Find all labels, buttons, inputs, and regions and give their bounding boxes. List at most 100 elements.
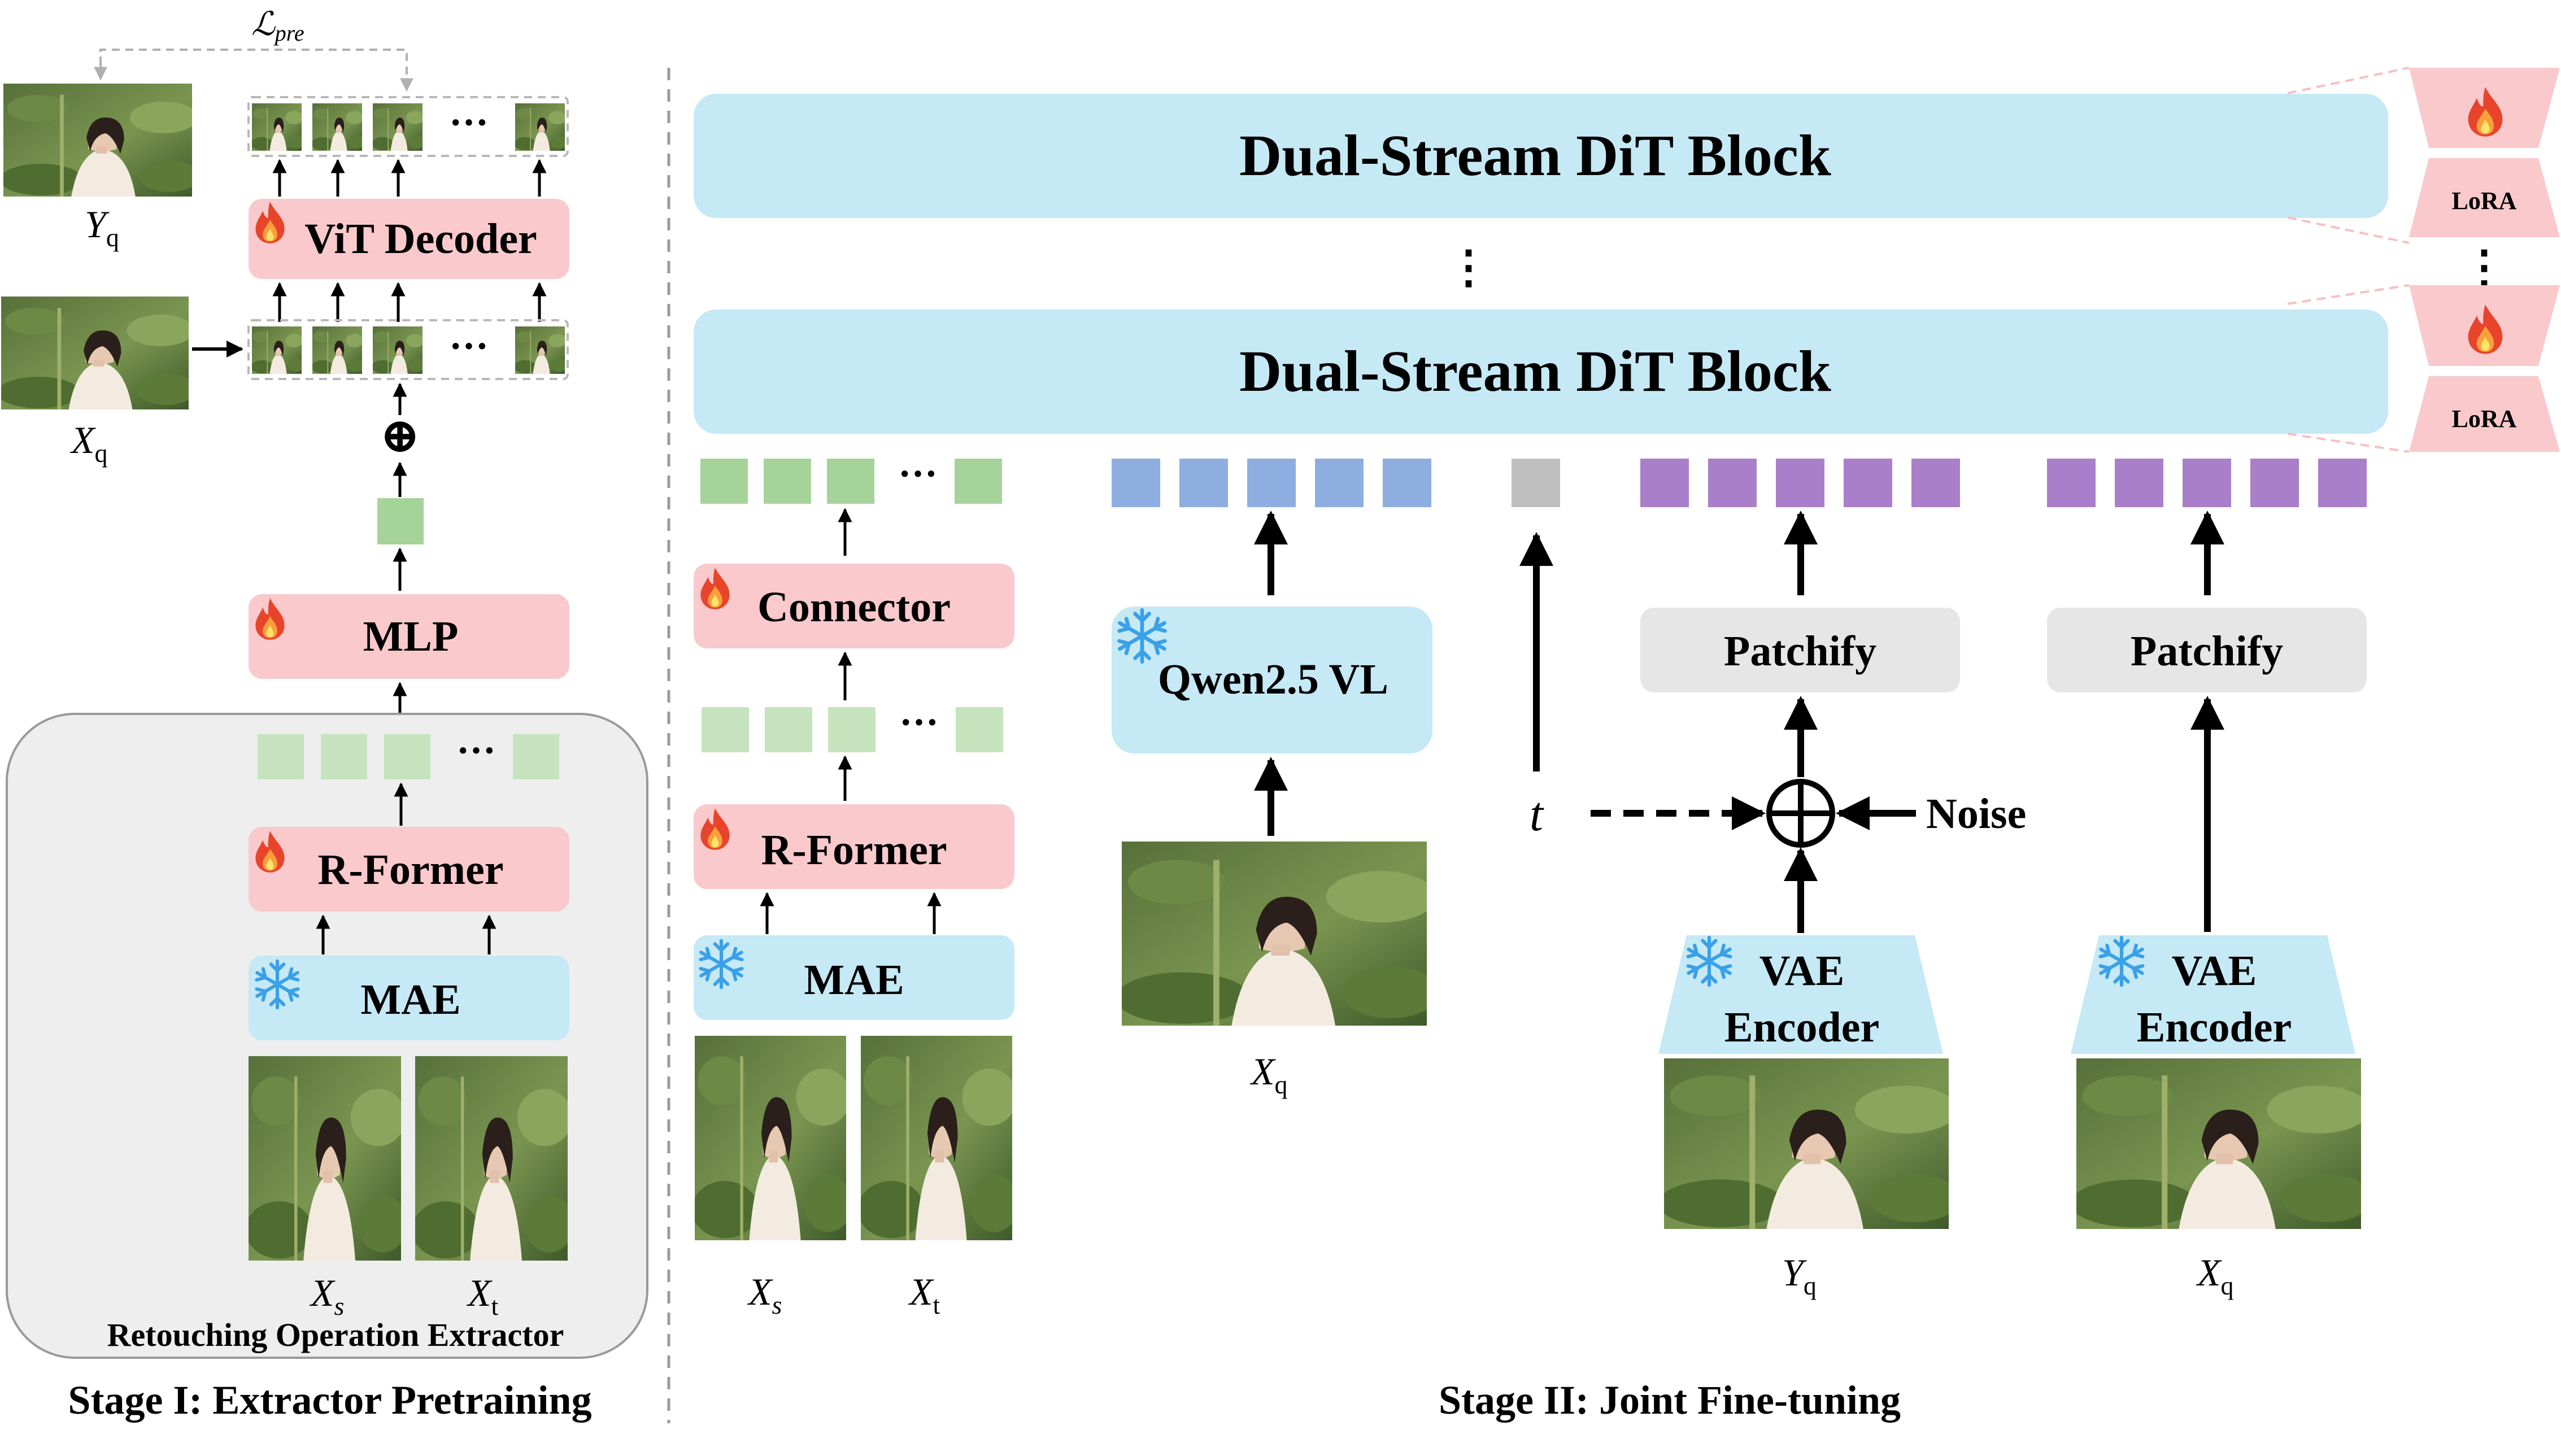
extractor-caption: Retouching Operation Extractor bbox=[107, 1316, 564, 1353]
ref-token-1 bbox=[2047, 459, 2096, 507]
stage2-rformer-label: R-Former bbox=[761, 826, 947, 874]
vertical-dots-lora: ⋮ bbox=[2462, 243, 2507, 293]
connector-token-n bbox=[955, 459, 1002, 504]
connector-label: Connector bbox=[757, 583, 951, 631]
connector-box bbox=[694, 564, 1014, 648]
stage1-title: Stage I: Extractor Pretraining bbox=[68, 1377, 591, 1423]
vit-decoder-box bbox=[249, 199, 569, 279]
connector-token-dots: ··· bbox=[898, 452, 938, 496]
xt-photo bbox=[415, 1056, 568, 1261]
noisy-token-5 bbox=[1911, 459, 1960, 507]
vae-encoder-2-line1: VAE bbox=[2172, 947, 2257, 995]
xq-label: Xq bbox=[69, 419, 108, 468]
rformer-box bbox=[249, 827, 569, 912]
dit-block-top bbox=[694, 94, 2388, 218]
rformer-label: R-Former bbox=[317, 846, 503, 893]
ref-token-5 bbox=[2318, 459, 2367, 507]
rformer-token-dots: ··· bbox=[456, 729, 496, 773]
vae-encoder-1-line1: VAE bbox=[1759, 947, 1845, 995]
qwen-token-1 bbox=[1112, 459, 1160, 507]
rformer-out-token-dots: ··· bbox=[899, 701, 939, 744]
lora-top-label: LoRA bbox=[2452, 187, 2517, 215]
output-patch-1 bbox=[252, 103, 302, 151]
rformer-out-token-3 bbox=[828, 707, 876, 752]
patchify-box-2 bbox=[2047, 608, 2367, 692]
stage2-mae-label: MAE bbox=[804, 956, 904, 1004]
stage2-xt-label: Xt bbox=[908, 1270, 940, 1319]
dit-block-bottom bbox=[694, 309, 2388, 434]
plus-symbol: ⊕ bbox=[380, 408, 420, 463]
rformer-token-3 bbox=[384, 734, 430, 779]
output-patch-frame bbox=[247, 96, 569, 157]
stage2: Dual-Stream DiT Block ⋮ Dual-Stream DiT … bbox=[694, 67, 2560, 1423]
ref-token-3 bbox=[2183, 459, 2231, 507]
rformer-token-1 bbox=[258, 734, 304, 779]
ref-token-4 bbox=[2250, 459, 2299, 507]
rformer-out-token-n bbox=[956, 707, 1003, 752]
input-patch-1 bbox=[252, 326, 302, 374]
mae-label: MAE bbox=[360, 976, 460, 1023]
rformer-token-2 bbox=[321, 734, 367, 779]
xt-label: Xt bbox=[466, 1271, 499, 1320]
mlp-label: MLP bbox=[363, 613, 459, 660]
qwen-token-2 bbox=[1179, 459, 1228, 507]
stage2-xs-photo bbox=[695, 1036, 846, 1240]
qwen-xq-label: Xq bbox=[1249, 1050, 1288, 1099]
stage2-xs-label: Xs bbox=[747, 1270, 782, 1319]
dit-block-bottom-label: Dual-Stream DiT Block bbox=[1239, 339, 1831, 404]
noise-add-operator bbox=[1766, 779, 1835, 848]
vae-encoder-2-line2: Encoder bbox=[2137, 1004, 2292, 1051]
stage2-title: Stage II: Joint Fine-tuning bbox=[1439, 1377, 1901, 1423]
input-patch-dots: ··· bbox=[449, 325, 489, 368]
lora-bottom: LoRA bbox=[2287, 284, 2560, 453]
qwen-token-3 bbox=[1247, 459, 1296, 507]
stage2-mae-box bbox=[694, 935, 1014, 1020]
xs-label: Xs bbox=[309, 1271, 344, 1320]
vae-input-photo-1 bbox=[1664, 1058, 1949, 1229]
rformer-token-n bbox=[513, 734, 559, 779]
mae-box bbox=[249, 956, 569, 1040]
noisy-token-1 bbox=[1640, 459, 1689, 507]
dit-block-top-label: Dual-Stream DiT Block bbox=[1239, 123, 1831, 188]
noisy-token-3 bbox=[1776, 459, 1824, 507]
mlp-output-token bbox=[377, 498, 424, 544]
output-patch-dots: ··· bbox=[449, 101, 489, 145]
stage2-rformer-box bbox=[694, 804, 1014, 889]
stage1: ℒpre Yq ··· ViT Decoder Xq bbox=[1, 6, 648, 1423]
connector-token-1 bbox=[700, 459, 748, 504]
timestep-label: t bbox=[1530, 787, 1544, 841]
output-patch-2 bbox=[312, 103, 362, 151]
vae-xq-label: Xq bbox=[2196, 1251, 2234, 1300]
vae-encoder-1-line2: Encoder bbox=[1724, 1004, 1879, 1051]
input-patch-n bbox=[515, 326, 565, 374]
patchify-label-1: Patchify bbox=[1724, 627, 1876, 675]
input-patch-3 bbox=[373, 326, 423, 374]
stage2-xt-photo bbox=[861, 1036, 1012, 1240]
vertical-dots-main: ⋮ bbox=[1446, 243, 1491, 293]
output-patch-n bbox=[515, 103, 565, 151]
connector-token-2 bbox=[764, 459, 811, 504]
yq-photo bbox=[3, 84, 192, 197]
qwen-token-4 bbox=[1315, 459, 1364, 507]
qwen-label: Qwen2.5 VL bbox=[1158, 656, 1388, 703]
qwen-token-5 bbox=[1383, 459, 1431, 507]
timestep-token bbox=[1512, 459, 1560, 507]
patchify-label-2: Patchify bbox=[2131, 627, 2283, 675]
xs-photo bbox=[249, 1056, 401, 1261]
connector-token-3 bbox=[827, 459, 874, 504]
mlp-box bbox=[249, 594, 569, 679]
lora-bottom-label: LoRA bbox=[2452, 405, 2517, 433]
noise-label: Noise bbox=[1926, 790, 2026, 838]
qwen-box bbox=[1112, 607, 1432, 753]
input-patch-2 bbox=[312, 326, 362, 374]
rformer-out-token-1 bbox=[702, 707, 749, 752]
patchify-box-1 bbox=[1640, 608, 1960, 692]
qwen-input-photo bbox=[1122, 842, 1427, 1026]
ref-token-2 bbox=[2115, 459, 2163, 507]
output-patch-3 bbox=[373, 103, 423, 151]
vit-decoder-label: ViT Decoder bbox=[304, 215, 537, 263]
vae-input-photo-2 bbox=[2076, 1058, 2361, 1229]
input-patch-frame bbox=[247, 319, 569, 380]
xq-photo bbox=[1, 297, 189, 409]
